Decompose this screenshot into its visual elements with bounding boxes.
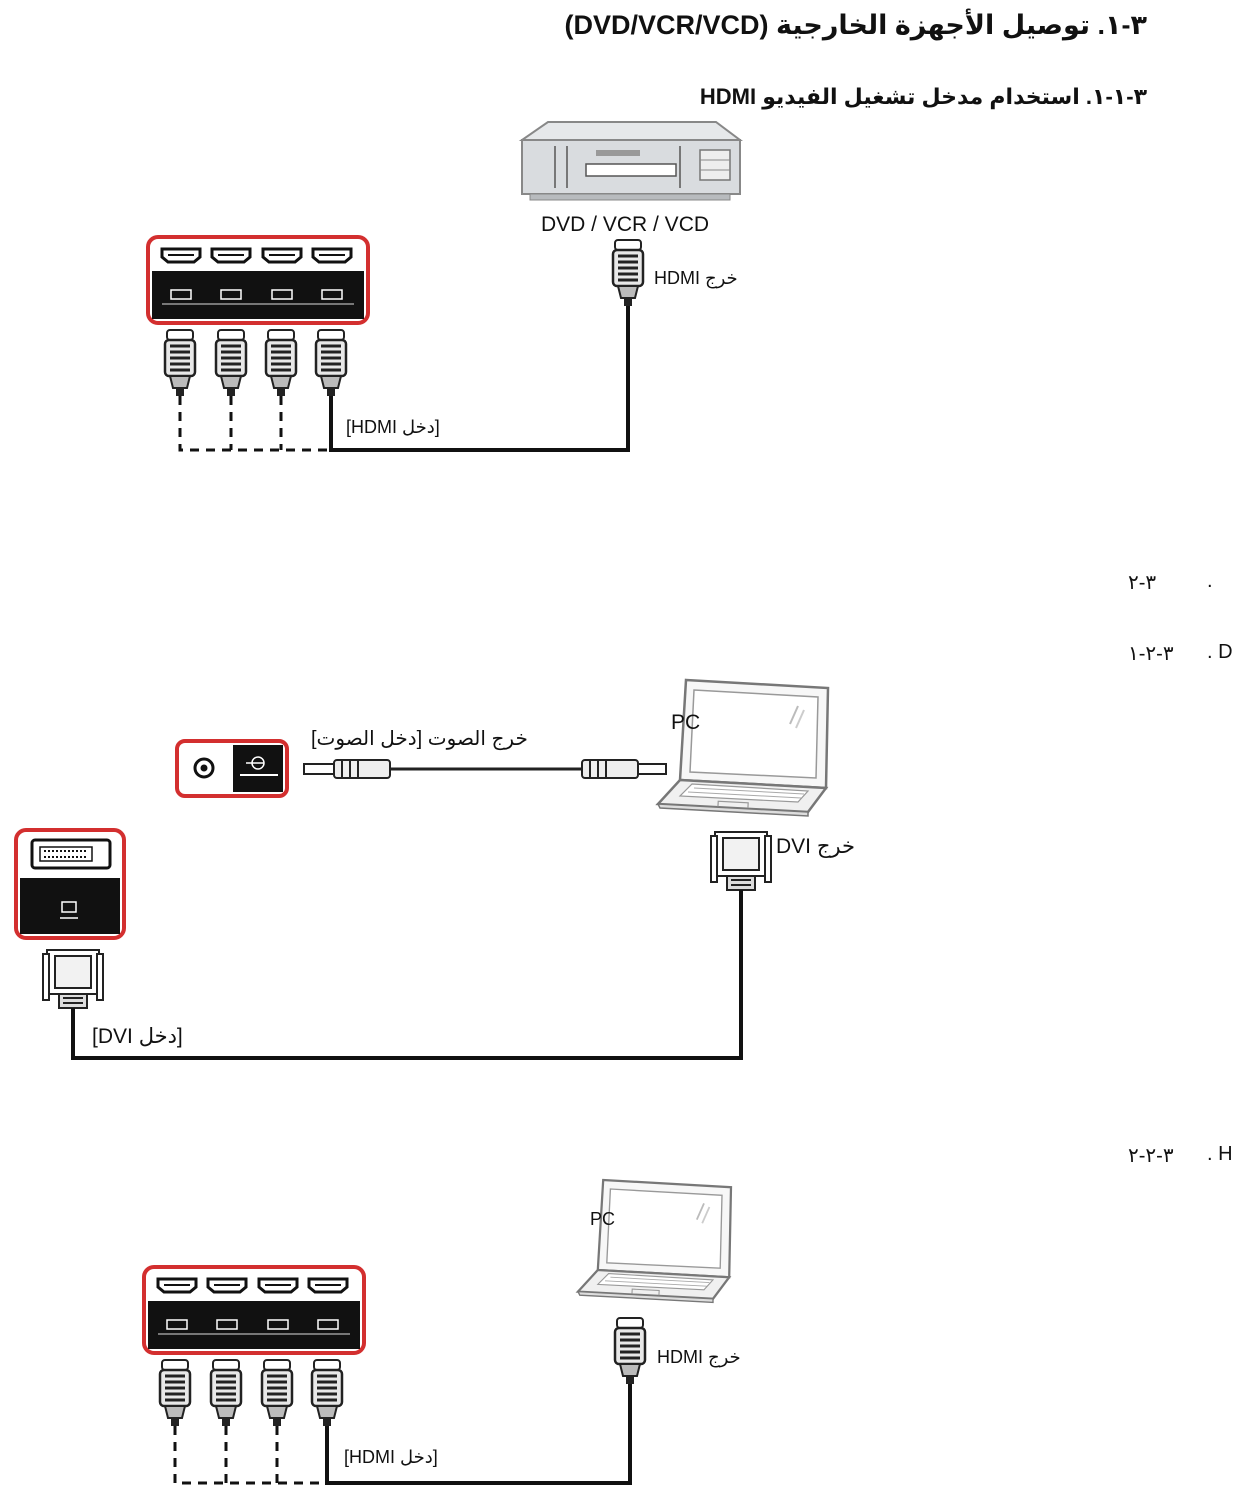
dvi-cable: [71, 890, 743, 1060]
hdmi-cable-2: [173, 1384, 632, 1485]
pc-label-1: PC: [671, 711, 701, 734]
hdmi-cable-1: [178, 306, 630, 452]
dvi-plug-pc-out: [710, 831, 772, 891]
hdmi-input-panel-2: [144, 1267, 364, 1353]
hdmi-plugs-panel-2: [158, 1358, 344, 1428]
pc-label-2: PC: [590, 1209, 616, 1229]
hdmi-plug-dvd-out: [611, 238, 645, 308]
section-heading-pc-cut: .: [1207, 570, 1213, 592]
laptop-icon-2: [576, 1178, 733, 1304]
subsection-heading-dvi: ٣-٢-١: [1128, 643, 1174, 665]
subsection-heading-dvi-cut: . D: [1207, 641, 1233, 663]
subsection-heading-hdmi-pc-cut: . H: [1207, 1143, 1233, 1165]
audio-cable-label: خرج الصوت [دخل الصوت]: [311, 728, 528, 750]
dvi-plug-display-in: [42, 949, 104, 1009]
hdmi-out-label-1: خرج HDMI: [654, 268, 738, 288]
dvd-device-label: DVD / VCR / VCD: [541, 213, 710, 236]
hdmi-input-panel-1: [148, 237, 368, 323]
subsection-heading-hdmi-pc: ٣-٢-٢: [1128, 1145, 1174, 1167]
dvi-input-panel: [14, 828, 126, 940]
hdmi-plug-pc-out: [613, 1316, 647, 1386]
hdmi-in-label-2: [دخل HDMI]: [344, 1447, 438, 1467]
audio-cable: [303, 759, 667, 779]
dvd-player-icon: [518, 121, 743, 201]
section-heading-pc: ٣-٢: [1128, 572, 1157, 594]
laptop-icon-1: [656, 678, 830, 818]
hdmi-out-label-2: خرج HDMI: [657, 1347, 741, 1367]
hdmi-in-label-1: [دخل HDMI]: [346, 417, 440, 437]
audio-input-panel: [175, 739, 289, 798]
dvi-in-label: [دخل DVI]: [92, 1025, 183, 1048]
subsection-heading-hdmi: ٣-١-١. استخدام مدخل تشغيل الفيديو HDMI: [699, 84, 1147, 109]
dvi-out-label: خرج DVI: [776, 835, 855, 858]
hdmi-plugs-panel-1: [163, 328, 348, 398]
section-heading: ٣-١. توصيل الأجهزة الخارجية (DVD/VCR/VCD…: [564, 10, 1147, 40]
